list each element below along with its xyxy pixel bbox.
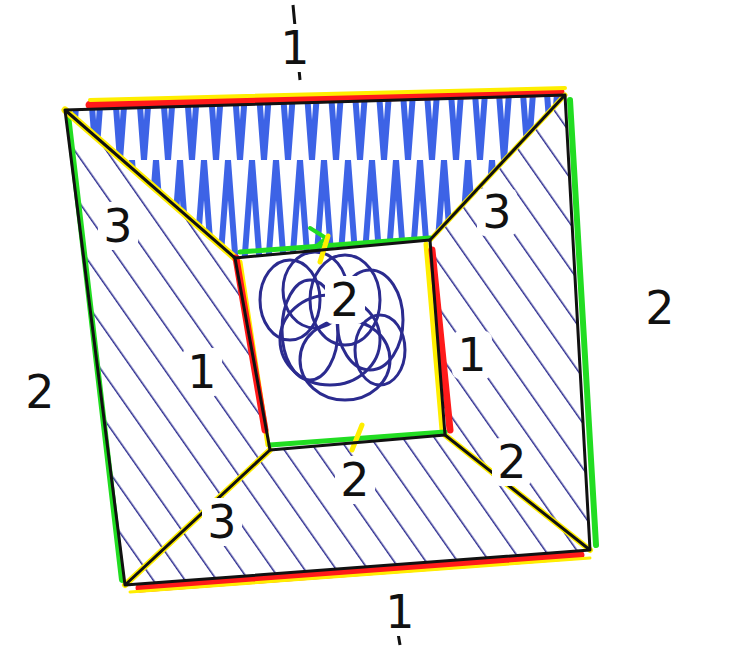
edge-number: 2 <box>325 276 364 324</box>
edge-number: 2 <box>640 284 679 332</box>
edge-number: 1 <box>452 331 491 379</box>
edge-number: 3 <box>477 188 516 236</box>
edge-number: 2 <box>20 368 59 416</box>
edge-number: 1 <box>380 588 419 636</box>
edge-number: 2 <box>492 438 531 486</box>
edge-number: 1 <box>182 348 221 396</box>
edge-number: 2 <box>335 456 374 504</box>
highlight-strokes <box>65 88 596 592</box>
frame-outline <box>65 5 590 645</box>
edge-number: 1 <box>275 24 314 72</box>
edge-number: 3 <box>98 202 137 250</box>
edge-number: 3 <box>202 498 241 546</box>
center-scribble <box>260 252 405 400</box>
